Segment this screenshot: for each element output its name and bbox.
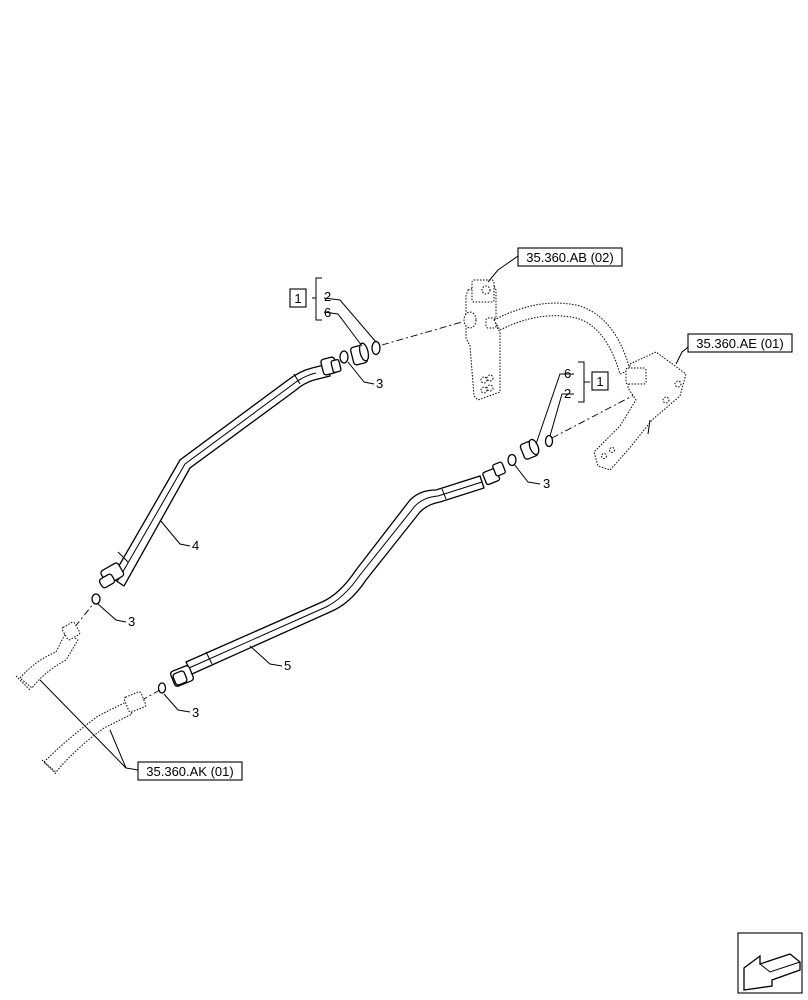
hose-5-upper-fitting [482,461,506,486]
valve-bracket-left [463,279,501,401]
callout-seal-lower-right: 3 [192,705,199,720]
reference-box-ab[interactable]: 35.360.AB (02) [517,247,623,267]
hose-4[interactable] [111,363,331,587]
callout-left-top: 2 [324,289,331,304]
adaptor-right [519,438,540,460]
connecting-hose [493,302,631,375]
group-left-label: 1 [294,291,301,306]
next-page-arrow-icon[interactable] [737,932,803,994]
leader-lines [39,255,693,771]
reference-ak-label: 35.360.AK (01) [146,764,233,779]
group-right-label: 1 [596,374,603,389]
reference-ae-label: 35.360.AE (01) [696,336,783,351]
callout-seal-upper-right: 3 [543,476,550,491]
o-ring-lower-right [157,682,167,694]
hose-4-upper-fitting [320,356,342,376]
adaptor-left [350,342,370,366]
hose-4-lower-fitting [98,562,125,589]
callout-right-bottom: 2 [564,386,571,401]
existing-pipe-upper [15,621,81,691]
o-ring-right-3 [507,453,517,467]
reference-ab-label: 35.360.AB (02) [526,250,613,265]
group-box-left[interactable]: 1 [289,288,307,308]
callout-hose-5: 5 [284,658,291,673]
group-bracket-right [578,361,590,403]
o-ring-left-2 [371,340,381,356]
reference-box-ak[interactable]: 35.360.AK (01) [137,761,243,781]
o-ring-right-2 [544,434,554,448]
o-ring-lower-left [91,593,101,605]
hose-5[interactable] [185,475,485,675]
callout-right-top: 6 [564,366,571,381]
group-box-right[interactable]: 1 [591,371,609,391]
valve-bracket-right [593,351,687,471]
callout-seal-lower-left: 3 [128,614,135,629]
existing-pipe-lower [41,691,147,775]
reference-box-ae[interactable]: 35.360.AE (01) [687,333,793,353]
group-bracket-left [312,277,322,321]
o-ring-left-3 [339,350,349,364]
callout-left-bottom: 6 [324,305,331,320]
hose-5-lower-fitting [169,665,195,687]
callout-seal-upper-left: 3 [376,376,383,391]
callout-hose-4: 4 [192,538,199,553]
